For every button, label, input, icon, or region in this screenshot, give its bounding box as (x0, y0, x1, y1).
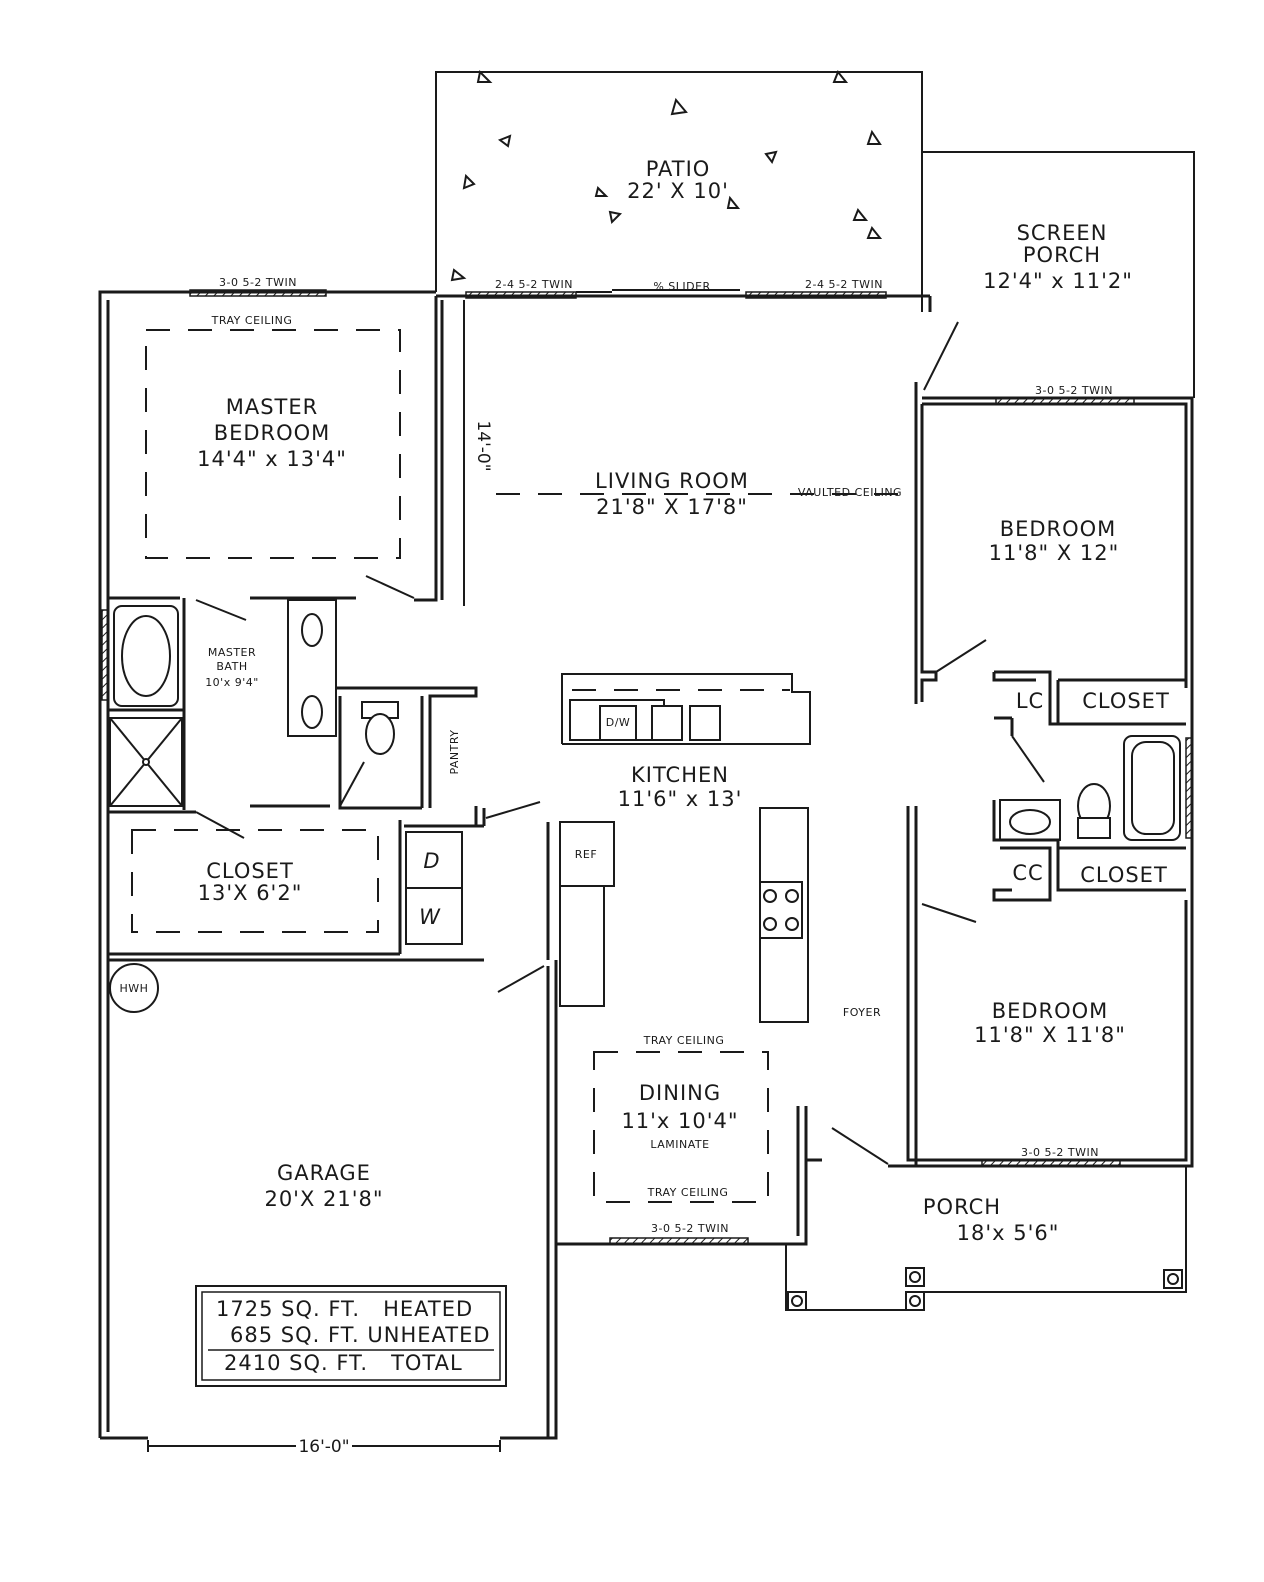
bedroom-3-dimensions: 11'8" X 11'8" (974, 1023, 1126, 1047)
window-dining-bottom-label: 3-0 5-2 TWIN (651, 1222, 729, 1235)
dishwasher-label: D/W (606, 716, 631, 729)
garage-label: GARAGE (277, 1161, 371, 1185)
master-tray-ceiling: TRAY CEILING (211, 314, 293, 327)
closet-a-label: CLOSET (1082, 689, 1170, 713)
hall-bath: CC CLOSET (992, 718, 1193, 902)
window-master-top (189, 289, 327, 297)
porch-column-icon (787, 1291, 807, 1311)
patio-slider-label: % SLIDER (653, 280, 710, 293)
kitchen: D/W REF KITCHEN 11'6" x 13' (546, 673, 811, 1023)
patio-paving-marks (450, 69, 883, 282)
window-patio-right (745, 291, 887, 299)
master-bath-label-2: BATH (216, 660, 247, 673)
garage: HWH GARAGE 20'X 21'8" 16'-0" (109, 963, 501, 1457)
master-width-dimension: 14'-0" (473, 420, 493, 471)
window-patio-left (465, 291, 577, 299)
window-master-top-label: 3-0 5-2 TWIN (219, 276, 297, 289)
screen-porch-dimensions: 12'4" x 11'2" (983, 269, 1133, 293)
living-room: LIVING ROOM 21'8" X 17'8" VAULTED CEILIN… (496, 469, 910, 519)
master-bath-dimensions: 10'x 9'4" (205, 676, 259, 689)
master-bedroom-label-1: MASTER (226, 395, 319, 419)
patio-dimensions: 22' X 10' (627, 179, 729, 203)
window-bedroom3-bottom (981, 1159, 1121, 1167)
garage-dimensions: 20'X 21'8" (264, 1187, 383, 1211)
patio: PATIO 22' X 10' (435, 69, 923, 292)
window-dining-bottom (609, 1237, 749, 1245)
closet-b-label: CLOSET (1080, 863, 1168, 887)
window-bedroom2-top (995, 397, 1135, 405)
area-unheated: 685 SQ. FT. UNHEATED (230, 1323, 491, 1347)
porch-dimensions: 18'x 5'6" (957, 1221, 1060, 1245)
window-bedroom3-bottom-label: 3-0 5-2 TWIN (1021, 1146, 1099, 1159)
bedroom-2-dimensions: 11'8" X 12" (989, 541, 1120, 565)
water-heater-icon (109, 963, 159, 1013)
windows: 3-0 5-2 TWIN 2-4 5-2 TWIN % SLIDER 2-4 5… (189, 276, 1135, 1245)
water-heater-label: HWH (120, 982, 149, 995)
master-bedroom: TRAY CEILING MASTER BEDROOM 14'4" x 13'4… (108, 296, 493, 606)
area-summary: 1725 SQ. FT. HEATED 685 SQ. FT. UNHEATED… (195, 1285, 507, 1387)
porch-column-icon (1163, 1269, 1183, 1289)
bedroom-3: BEDROOM 11'8" X 11'8" (921, 903, 1126, 1047)
master-closet-dimensions: 13'X 6'2" (198, 881, 303, 905)
porch-column-icon (905, 1267, 925, 1287)
porch: PORCH 18'x 5'6" (787, 1195, 1183, 1311)
kitchen-dimensions: 11'6" x 13' (618, 787, 743, 811)
pantry-label: PANTRY (448, 729, 461, 774)
screen-porch: SCREEN PORCH 12'4" x 11'2" (921, 151, 1195, 398)
dining: TRAY CEILING DINING 11'x 10'4" LAMINATE … (593, 1034, 769, 1203)
window-patio-left-label: 2-4 5-2 TWIN (495, 278, 573, 291)
bedroom-3-label: BEDROOM (992, 999, 1109, 1023)
front-door-swing (831, 1127, 889, 1165)
garage-door-width: 16'-0" (298, 1437, 349, 1457)
dining-tray-ceiling-top: TRAY CEILING (643, 1034, 725, 1047)
living-room-dimensions: 21'8" X 17'8" (596, 495, 748, 519)
cc-label: CC (1012, 861, 1043, 885)
patio-label: PATIO (646, 157, 711, 181)
master-closet: CLOSET 13'X 6'2" (108, 811, 484, 962)
porch-label: PORCH (923, 1195, 1001, 1219)
bedroom-2-label: BEDROOM (1000, 517, 1117, 541)
dining-dimensions: 11'x 10'4" (621, 1109, 738, 1133)
master-bedroom-label-2: BEDROOM (214, 421, 331, 445)
foyer-label: FOYER (843, 1006, 881, 1019)
porch-column-icon (905, 1291, 925, 1311)
window-bedroom2-top-label: 3-0 5-2 TWIN (1035, 384, 1113, 397)
dining-label: DINING (639, 1081, 721, 1105)
screen-porch-label-2: PORCH (1023, 243, 1101, 267)
pantry: PANTRY (448, 729, 541, 826)
window-patio-right-label: 2-4 5-2 TWIN (805, 278, 883, 291)
garage-entry-door (497, 965, 545, 993)
master-closet-label: CLOSET (206, 859, 294, 883)
dryer-label: D (423, 849, 440, 873)
dining-floor-label: LAMINATE (650, 1138, 709, 1151)
master-bedroom-dimensions: 14'4" x 13'4" (197, 447, 347, 471)
master-bath-label-1: MASTER (208, 646, 256, 659)
bedroom-2: BEDROOM 11'8" X 12" LC CLOSET (920, 404, 1186, 726)
laundry: D W (404, 824, 484, 945)
washer-label: W (419, 905, 441, 929)
screen-porch-label-1: SCREEN (1017, 221, 1108, 245)
living-room-label: LIVING ROOM (595, 469, 749, 493)
refrigerator-label: REF (575, 848, 597, 861)
living-vaulted-ceiling: VAULTED CEILING (798, 486, 902, 499)
lc-label: LC (1016, 689, 1044, 713)
kitchen-label: KITCHEN (631, 763, 729, 787)
dining-tray-ceiling-bottom: TRAY CEILING (647, 1186, 729, 1199)
area-total: 2410 SQ. FT. TOTAL (224, 1351, 463, 1375)
area-heated: 1725 SQ. FT. HEATED (216, 1297, 473, 1321)
master-bath: MASTER BATH 10'x 9'4" (101, 598, 478, 814)
